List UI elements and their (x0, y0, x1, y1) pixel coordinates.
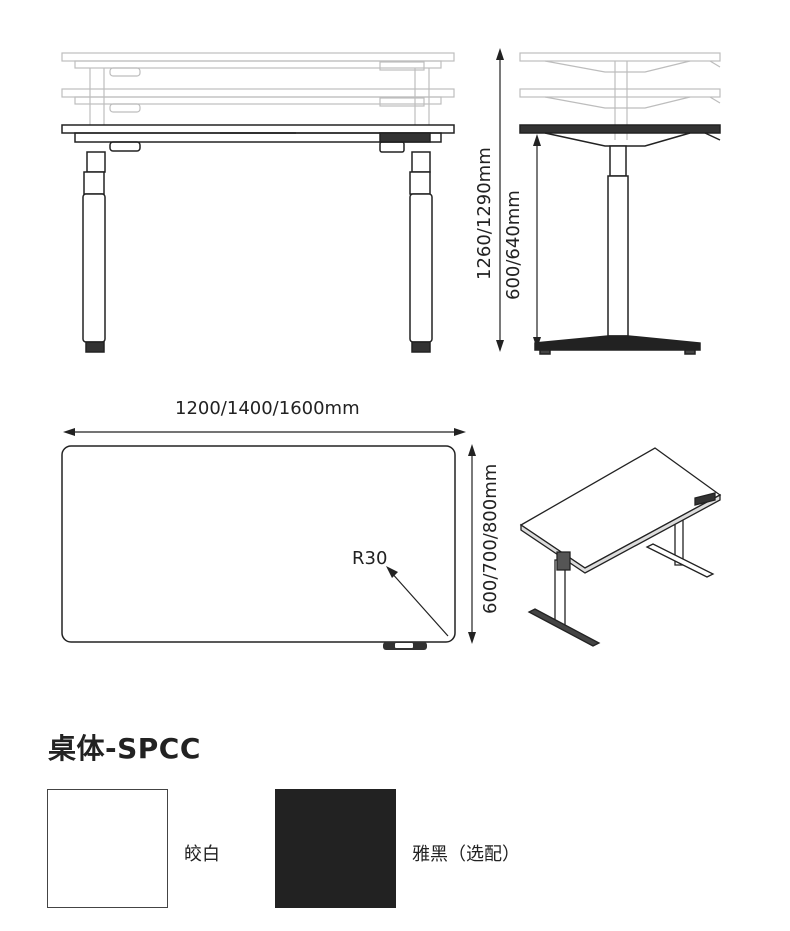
material-title: 桌体-SPCC (48, 732, 201, 765)
front-ghost-top-mid (61, 88, 455, 113)
front-desktop (61, 124, 455, 153)
width-label: 1200/1400/1600mm (175, 398, 360, 419)
isometric-view-drawing (519, 447, 722, 647)
front-legs (82, 151, 433, 353)
color-label-black: 雅黑（选配） (412, 844, 520, 865)
corner-radius-label: R30 (352, 548, 388, 569)
front-view-drawing (61, 52, 455, 353)
front-ghost-top-high (61, 52, 455, 130)
color-swatch-white[interactable] (47, 789, 168, 908)
side-view-drawing (519, 52, 721, 355)
depth-label: 600/700/800mm (480, 463, 501, 614)
total-height-label: 1260/1290mm (474, 147, 495, 280)
side-ghost-tops (519, 52, 721, 140)
side-desktop (519, 124, 721, 355)
control-panel-icon (383, 642, 427, 650)
total-height-dimension: 1260/1290mm (474, 48, 504, 352)
desktop-outline (61, 445, 456, 643)
column-height-label: 600/640mm (503, 190, 524, 300)
color-swatch-black[interactable] (275, 789, 396, 908)
top-view-drawing (61, 428, 476, 650)
color-label-white: 皎白 (184, 844, 220, 865)
